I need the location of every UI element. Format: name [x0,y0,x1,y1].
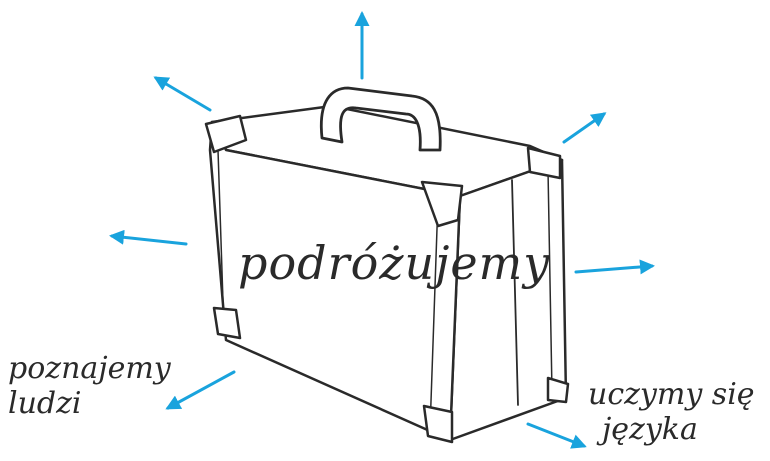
arrow-icon [564,114,604,142]
corner-guard-bottom-center [424,406,452,442]
people-label-line2: ludzi [8,387,171,422]
center-label: podróżujemy [238,240,550,286]
arrow-icon [156,78,210,110]
corner-guard-top-right [528,148,560,178]
arrow-icon [576,266,652,272]
arrow-icon [112,236,186,244]
arrow-icon [528,424,584,446]
language-label-line1: uczymy się [588,378,755,413]
arrow-icon [168,372,234,408]
corner-guard-bottom-left [214,308,240,338]
people-label-line1: poznajemy [8,352,171,387]
language-label: uczymy się języka [588,378,755,447]
language-label-line2: języka [588,413,755,448]
people-label: poznajemy ludzi [8,352,171,421]
